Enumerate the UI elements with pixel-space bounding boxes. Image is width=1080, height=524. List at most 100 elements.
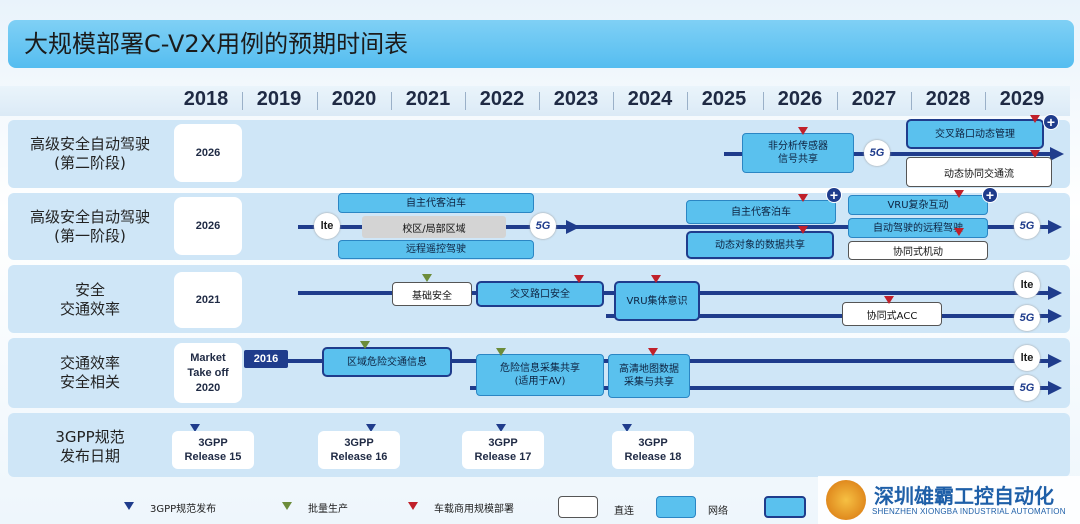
row-label-phase1: 高级安全自动驾驶 (第一阶段) (29, 208, 150, 245)
5g-badge: 5G (530, 213, 556, 239)
5g-badge: 5G (1014, 375, 1040, 401)
year-label: 2023 (553, 88, 599, 110)
year-label: 2029 (999, 88, 1045, 110)
year-separator (911, 92, 912, 110)
year-label: 2028 (925, 88, 971, 110)
box-hd-map: 高清地图数据 采集与共享 (608, 354, 690, 398)
release-label: 3GPP (638, 437, 668, 449)
box-dynamic-objects: 动态对象的数据共享 (686, 231, 834, 259)
plus-icon: + (982, 187, 998, 203)
arrow-icon (1048, 309, 1062, 323)
year-separator (242, 92, 243, 110)
box-basic-safety: 基础安全 (392, 282, 472, 306)
release-number: Release 17 (474, 451, 532, 463)
box-vru-interaction: VRU复杂互动 (848, 195, 988, 215)
legend-deploy-label: 车载商用规模部署 (434, 504, 514, 515)
year-separator (317, 92, 318, 110)
row-year-safety: 2021 (174, 272, 242, 328)
legend-mass-label: 批量生产 (308, 504, 348, 515)
mass-production-marker (422, 274, 432, 282)
spec-release-marker (366, 424, 376, 432)
legend-deploy-marker (408, 502, 418, 510)
logo-icon (826, 480, 866, 520)
5g-badge: 5G (1014, 213, 1040, 239)
watermark-en: SHENZHEN XIONGBA INDUSTRIAL AUTOMATION (872, 507, 1066, 516)
release-number: Release 15 (184, 451, 242, 463)
year-separator (539, 92, 540, 110)
row-label-3gpp: 3GPP规范 发布日期 (55, 428, 125, 465)
legend-dark-box (764, 496, 806, 518)
deploy-marker (954, 228, 964, 236)
row-year-phase1: 2026 (174, 197, 242, 255)
box-intersection-mgmt: 交叉路口动态管理 (906, 119, 1044, 149)
year-label: 2021 (405, 88, 451, 110)
box-intersection-safety: 交叉路口安全 (476, 281, 604, 307)
deploy-marker (798, 127, 808, 135)
spec-release-marker (496, 424, 506, 432)
deploy-marker (1030, 150, 1040, 158)
timeline-line (470, 386, 1048, 390)
deploy-marker (798, 194, 808, 202)
legend-mass-marker (282, 502, 292, 510)
year-separator (613, 92, 614, 110)
release-number: Release 16 (330, 451, 388, 463)
mass-production-marker (360, 341, 370, 349)
box-valet-parking: 自主代客泊车 (338, 193, 534, 213)
deploy-marker (884, 296, 894, 304)
release-17-card: 3GPP Release 17 (462, 431, 544, 469)
spec-release-marker (622, 424, 632, 432)
deploy-marker (798, 226, 808, 234)
lte-badge: lte (314, 213, 340, 239)
box-campus: 校区/局部区域 (362, 216, 506, 238)
legend-network-box (656, 496, 696, 518)
box-remote-autonomous: 自动驾驶的远程驾驶 (848, 218, 988, 238)
year-label: 2024 (627, 88, 673, 110)
year-separator (985, 92, 986, 110)
box-hazard-info: 区域危险交通信息 (322, 347, 452, 377)
legend-network-label: 网络 (708, 506, 728, 517)
release-label: 3GPP (344, 437, 374, 449)
title-bar (8, 20, 1074, 68)
5g-badge: 5G (864, 140, 890, 166)
plus-icon: + (826, 187, 842, 203)
box-sensor-sharing: 非分析传感器 信号共享 (742, 133, 854, 173)
5g-badge: 5G (1014, 305, 1040, 331)
row-year-efficiency: Market Take off 2020 (174, 343, 242, 403)
release-18-card: 3GPP Release 18 (612, 431, 694, 469)
arrow-icon (566, 220, 580, 234)
deploy-marker (954, 190, 964, 198)
year-label: 2019 (256, 88, 302, 110)
legend-spec-marker (124, 502, 134, 510)
year-label: 2020 (331, 88, 377, 110)
box-remote-driving: 远程遥控驾驶 (338, 240, 534, 259)
year-label: 2025 (701, 88, 747, 110)
year-separator (391, 92, 392, 110)
year-label: 2027 (851, 88, 897, 110)
box-coop-traffic: 动态协同交通流 (906, 157, 1052, 187)
release-label: 3GPP (488, 437, 518, 449)
release-label: 3GPP (198, 437, 228, 449)
lte-badge: lte (1014, 272, 1040, 298)
lte-badge: lte (1014, 345, 1040, 371)
legend-direct-box (558, 496, 598, 518)
arrow-icon (1048, 381, 1062, 395)
deploy-marker (648, 348, 658, 356)
arrow-icon (1048, 286, 1062, 300)
timeline-line (606, 314, 1048, 318)
arrow-icon (1048, 220, 1062, 234)
year-header (0, 86, 1070, 116)
release-number: Release 18 (624, 451, 682, 463)
box-coop-maneuver: 协同式机动 (848, 241, 988, 260)
year-label: 2018 (183, 88, 229, 110)
legend-spec-label: 3GPP规范发布 (150, 504, 217, 515)
year-label: 2026 (777, 88, 823, 110)
deploy-marker (651, 275, 661, 283)
deploy-marker (574, 275, 584, 283)
box-hazard-sharing: 危险信息采集共享 (适用于AV) (476, 354, 604, 396)
spec-release-marker (190, 424, 200, 432)
year-separator (837, 92, 838, 110)
page-title: 大规模部署C-V2X用例的预期时间表 (24, 30, 409, 58)
arrow-icon (1048, 354, 1062, 368)
row-label-phase2: 高级安全自动驾驶 (第二阶段) (29, 135, 150, 172)
year-label: 2022 (479, 88, 525, 110)
